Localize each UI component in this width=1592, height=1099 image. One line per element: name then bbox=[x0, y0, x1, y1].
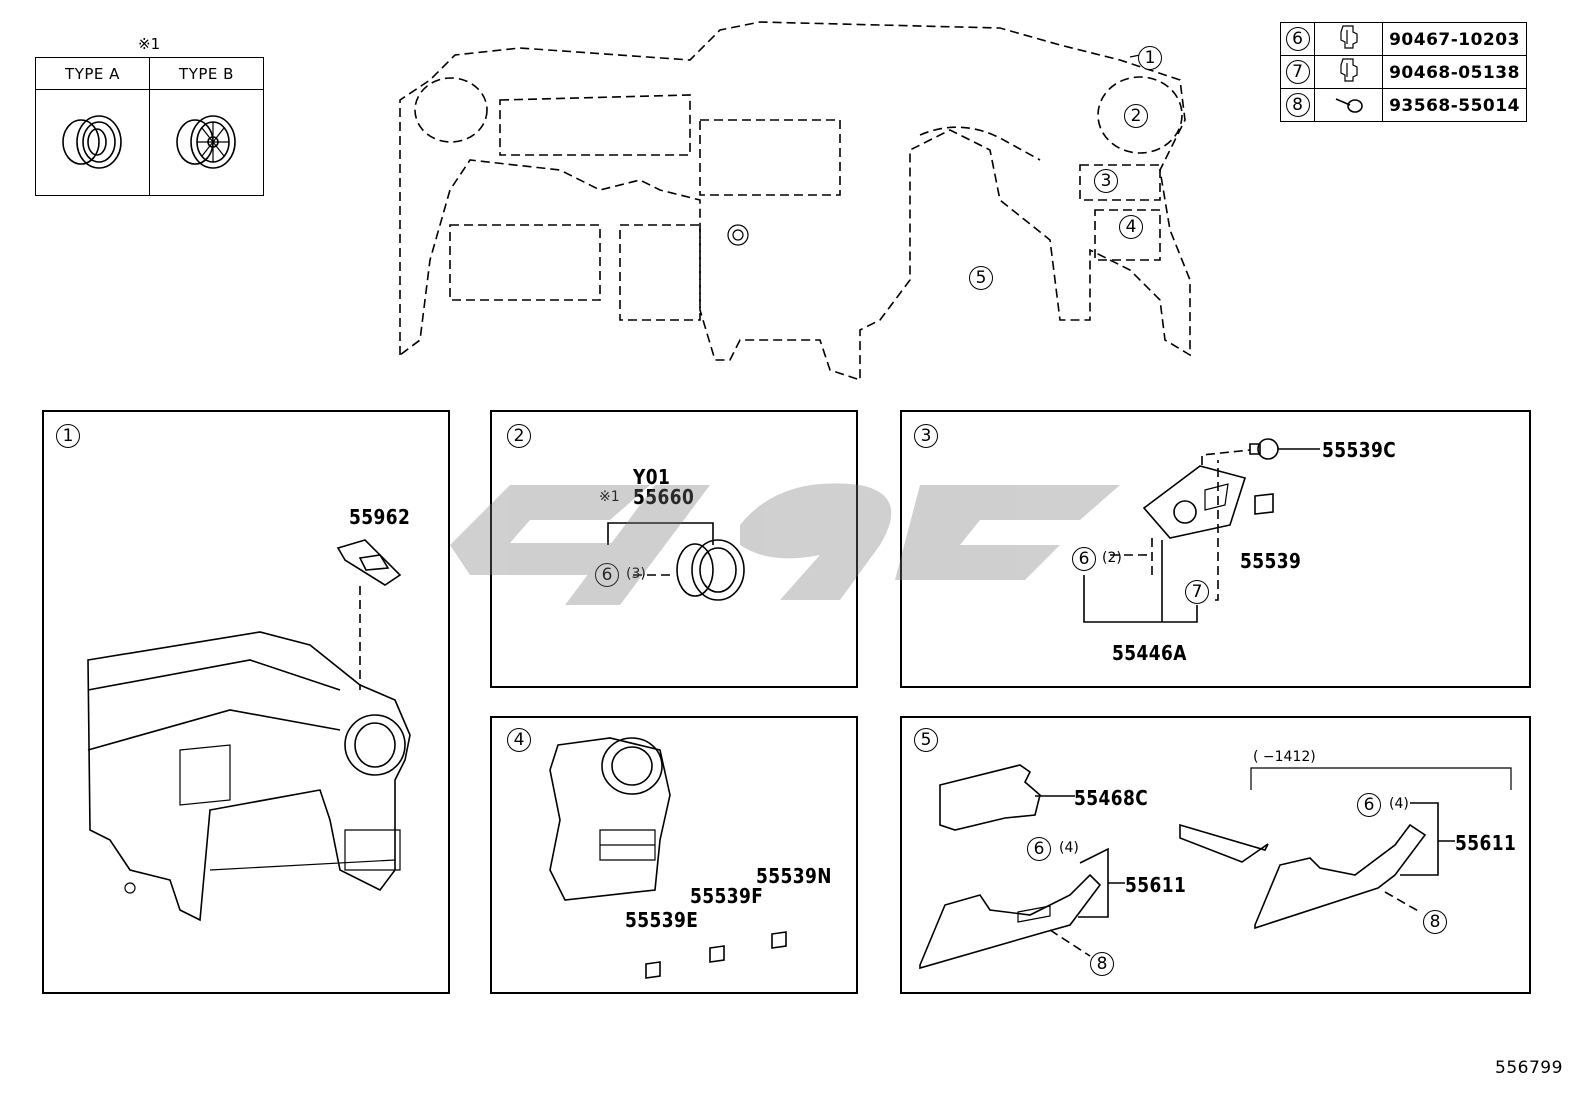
detail-panel-4 bbox=[490, 716, 858, 994]
panel-5-left-clip-qty: (4) bbox=[1059, 840, 1079, 856]
part-label-55468C: 55468C bbox=[1074, 786, 1149, 810]
legend-ref: 6 bbox=[1285, 27, 1310, 51]
part-label-55539: 55539 bbox=[1240, 549, 1302, 573]
part-label-55446A: 55446A bbox=[1112, 641, 1187, 665]
panel-5-index: 5 bbox=[914, 728, 938, 752]
type-table: TYPE A TYPE B bbox=[35, 57, 264, 196]
figure-number: 556799 bbox=[1495, 1058, 1563, 1078]
legend-part-number: 93568-55014 bbox=[1389, 95, 1520, 116]
overview-callout-3: 3 bbox=[1094, 169, 1118, 193]
panel-5-left-screw-callout: 8 bbox=[1090, 952, 1114, 976]
fastener-legend-table: 6 90467-10203 7 90468-05138 8 93568-5501… bbox=[1280, 22, 1527, 122]
panel-2-index: 2 bbox=[507, 424, 531, 448]
lower-panel-drawing bbox=[919, 764, 1512, 970]
panel-3-index: 3 bbox=[914, 424, 938, 448]
part-label-55611-right: 55611 bbox=[1455, 831, 1517, 855]
part-label-55611-left: 55611 bbox=[1125, 873, 1187, 897]
part-label-55660: 55660 bbox=[633, 487, 694, 507]
dashboard-overview-drawing bbox=[399, 21, 1191, 382]
note-mark: ※1 bbox=[138, 35, 161, 53]
overview-callout-4: 4 bbox=[1119, 215, 1143, 239]
part-label-55962: 55962 bbox=[349, 505, 411, 529]
part-label-55539C: 55539C bbox=[1322, 438, 1397, 462]
panel-1-index: 1 bbox=[56, 424, 80, 448]
color-code-label: Y01 bbox=[633, 465, 671, 489]
overview-callout-2: 2 bbox=[1124, 104, 1148, 128]
panel-5-right-screw-callout: 8 bbox=[1423, 910, 1447, 934]
panel-2-note-mark: ※1 bbox=[599, 490, 620, 504]
type-b-label: TYPE B bbox=[179, 65, 234, 83]
panel-2-clip-callout: 6 bbox=[595, 563, 619, 587]
watermark-logo bbox=[450, 483, 1120, 605]
detail-panel-3 bbox=[900, 410, 1531, 688]
panel-5-date-range: ( −1412) bbox=[1253, 749, 1316, 765]
vent-assembly-drawing bbox=[607, 522, 745, 601]
panel-3-clip6-callout: 6 bbox=[1072, 547, 1096, 571]
switch-area-drawing bbox=[549, 737, 787, 979]
detail-panel-2 bbox=[490, 410, 858, 688]
dashboard-side-drawing bbox=[87, 539, 411, 922]
part-label-55539E: 55539E bbox=[625, 908, 699, 932]
panel-3-clip6-qty: (2) bbox=[1102, 550, 1122, 566]
legend-ref: 7 bbox=[1285, 60, 1310, 84]
vent-type-b-icon bbox=[175, 114, 236, 169]
overview-callout-5: 5 bbox=[969, 266, 993, 290]
legend-ref: 8 bbox=[1285, 93, 1310, 117]
type-a-vent-image bbox=[35, 89, 150, 196]
screw-icon bbox=[1314, 88, 1383, 122]
type-a-label: TYPE A bbox=[65, 65, 120, 83]
vent-type-a-icon bbox=[61, 114, 122, 169]
detail-panel-1 bbox=[42, 410, 450, 994]
switch-panel-drawing bbox=[1083, 438, 1320, 623]
panel-5-right-clip-callout: 6 bbox=[1357, 793, 1381, 817]
panel-2-clip-qty: (3) bbox=[626, 567, 646, 581]
panel-5-right-clip-qty: (4) bbox=[1389, 796, 1409, 812]
detail-panel-5 bbox=[900, 716, 1531, 994]
part-label-55539F: 55539F bbox=[690, 884, 764, 908]
legend-part-number: 90468-05138 bbox=[1389, 62, 1520, 83]
part-label-55539N: 55539N bbox=[756, 864, 832, 888]
legend-part-number: 90467-10203 bbox=[1389, 29, 1520, 50]
panel-5-left-clip-callout: 6 bbox=[1027, 837, 1051, 861]
type-b-vent-image bbox=[149, 89, 264, 196]
overview-callout-1: 1 bbox=[1138, 46, 1162, 70]
legend-row: 8 93568-55014 bbox=[1280, 88, 1527, 122]
panel-4-index: 4 bbox=[507, 728, 531, 752]
panel-3-clip7-callout: 7 bbox=[1185, 580, 1209, 604]
